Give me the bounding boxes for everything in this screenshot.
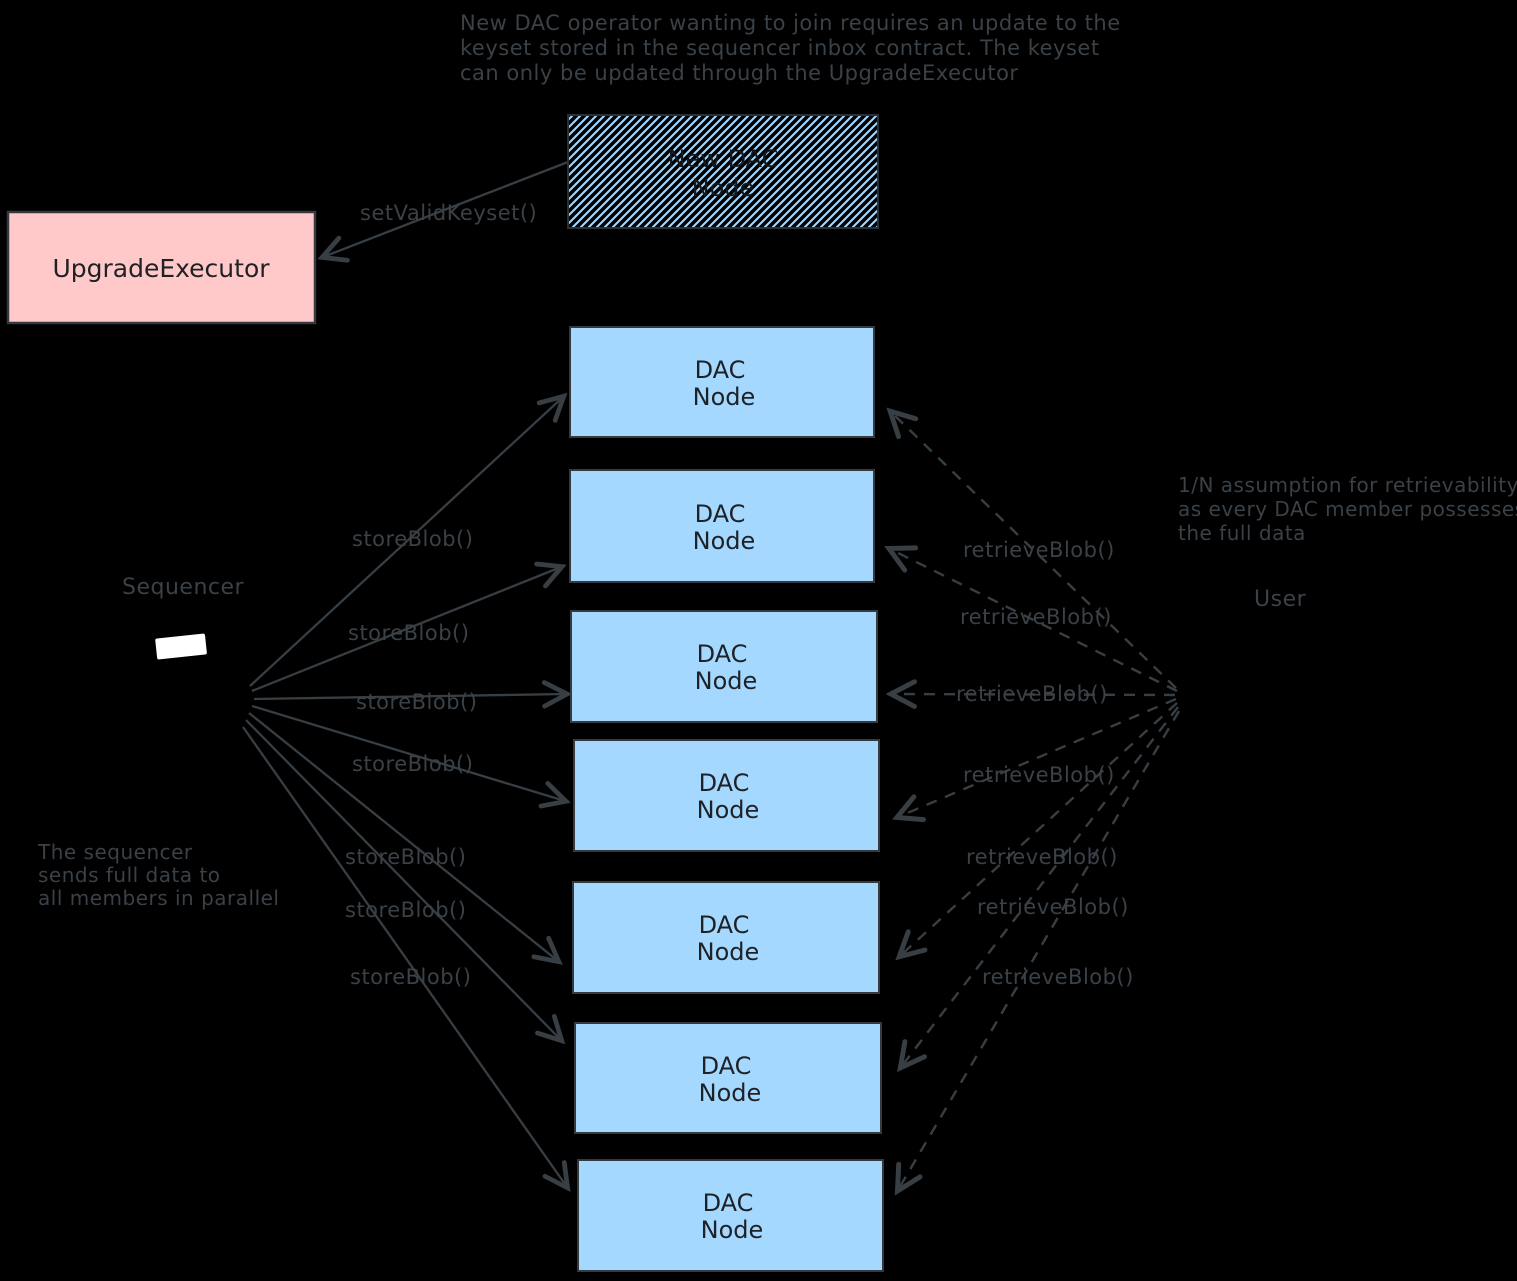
store-blob-label: storeBlob() xyxy=(348,621,469,645)
left-note-line2: sends full data to xyxy=(38,863,221,887)
dac-node-label-line1: DAC xyxy=(697,640,748,668)
dac-node-label-line1: DAC xyxy=(699,911,750,939)
dac-node-label-line1: DAC xyxy=(703,1189,754,1217)
retrieve-blob-arrow xyxy=(884,545,1178,693)
dac-node-rect xyxy=(572,881,880,994)
user-label: User xyxy=(1254,587,1307,612)
store-blob-arrow xyxy=(251,561,567,693)
dac-node-box-6: DAC Node xyxy=(574,1022,882,1134)
dac-node-label-line1: DAC xyxy=(695,356,746,384)
dac-node-label-line2: Node xyxy=(699,1079,762,1107)
retrieve-blob-label: retrieveBlob() xyxy=(966,845,1118,869)
sequencer-laptop-icon xyxy=(155,633,207,660)
set-valid-keyset-arrow xyxy=(317,160,569,263)
top-note-line1: New DAC operator wanting to join require… xyxy=(460,11,1121,35)
store-blob-label: storeBlob() xyxy=(356,690,477,714)
dac-node-box-2: DAC Node xyxy=(569,469,875,583)
dac-node-rect xyxy=(569,469,875,583)
dac-node-label-line2: Node xyxy=(695,667,758,695)
dac-node-rect xyxy=(573,739,880,852)
sequencer-label: Sequencer xyxy=(122,575,245,600)
retrieve-blob-label: retrieveBlob() xyxy=(956,682,1108,706)
dac-node-label-line2: Node xyxy=(697,796,760,824)
right-note-line3: the full data xyxy=(1178,521,1306,545)
store-blob-label: storeBlob() xyxy=(345,898,466,922)
store-blob-arrows xyxy=(242,392,573,1193)
left-note-line1: The sequencer xyxy=(37,840,193,864)
dac-node-box-3: DAC Node xyxy=(570,610,878,723)
retrieve-blob-labels: retrieveBlob() retrieveBlob() retrieveBl… xyxy=(956,538,1134,989)
store-blob-labels: storeBlob() storeBlob() storeBlob() stor… xyxy=(345,527,477,989)
dac-node-box-5: DAC Node xyxy=(572,881,880,994)
new-dac-node-label-line2: Node xyxy=(692,174,755,202)
left-note-line3: all members in parallel xyxy=(38,886,280,910)
store-blob-label: storeBlob() xyxy=(352,527,473,551)
retrieve-blob-arrow xyxy=(897,706,1179,1073)
set-valid-keyset-label: setValidKeyset() xyxy=(360,201,537,225)
upgrade-executor-label: UpgradeExecutor xyxy=(52,254,270,283)
store-blob-arrow xyxy=(253,680,573,709)
new-dac-node-label-line1: New DAC xyxy=(668,145,779,173)
retrieve-blob-label: retrieveBlob() xyxy=(982,965,1134,989)
retrieve-blob-arrow xyxy=(892,697,1177,823)
dac-node-rect xyxy=(577,1159,884,1272)
dac-node-box-7: DAC Node xyxy=(577,1159,884,1272)
dac-node-label-line1: DAC xyxy=(701,1052,752,1080)
dac-node-box-1: DAC Node xyxy=(569,326,875,438)
retrieve-blob-arrow xyxy=(885,679,1176,709)
store-blob-label: storeBlob() xyxy=(350,965,471,989)
dac-node-label-line1: DAC xyxy=(699,769,750,797)
top-note-line2: keyset stored in the sequencer inbox con… xyxy=(460,36,1100,60)
retrieve-blob-arrows xyxy=(884,407,1181,1196)
right-note: 1/N assumption for retrievability, as ev… xyxy=(1178,473,1517,545)
new-dac-node-rect xyxy=(567,114,879,229)
dac-node-label-line2: Node xyxy=(693,383,756,411)
top-note: New DAC operator wanting to join require… xyxy=(460,11,1121,85)
store-blob-arrow xyxy=(251,704,571,809)
right-note-line1: 1/N assumption for retrievability, xyxy=(1178,473,1517,497)
upgrade-executor-rect xyxy=(6,210,317,325)
retrieve-blob-arrow xyxy=(894,710,1181,1196)
dac-node-rect xyxy=(570,610,878,723)
right-note-line2: as every DAC member possesses xyxy=(1178,497,1517,521)
upgrade-executor-box: UpgradeExecutor xyxy=(6,210,317,325)
dac-node-rect xyxy=(569,326,875,438)
retrieve-blob-label: retrieveBlob() xyxy=(960,605,1112,629)
new-dac-node-box: New DAC Node xyxy=(567,114,879,229)
dac-node-label-line1: DAC xyxy=(695,500,746,528)
dac-node-rect xyxy=(574,1022,882,1134)
dac-node-label-line2: Node xyxy=(701,1216,764,1244)
top-note-line3: can only be updated through the UpgradeE… xyxy=(460,61,1019,85)
retrieve-blob-arrow xyxy=(886,407,1177,689)
store-blob-arrow xyxy=(248,712,563,965)
retrieve-blob-label: retrieveBlob() xyxy=(963,538,1115,562)
left-note: The sequencer sends full data to all mem… xyxy=(37,840,280,910)
dac-node-label-line2: Node xyxy=(693,527,756,555)
store-blob-arrow xyxy=(249,392,568,687)
retrieve-blob-arrow xyxy=(895,702,1178,961)
store-blob-label: storeBlob() xyxy=(345,845,466,869)
store-blob-arrow xyxy=(242,726,571,1193)
dac-node-box-4: DAC Node xyxy=(573,739,880,852)
retrieve-blob-label: retrieveBlob() xyxy=(963,763,1115,787)
dac-node-label-line2: Node xyxy=(697,938,760,966)
store-blob-label: storeBlob() xyxy=(352,752,473,776)
retrieve-blob-label: retrieveBlob() xyxy=(977,895,1129,919)
store-blob-arrow xyxy=(245,719,566,1045)
